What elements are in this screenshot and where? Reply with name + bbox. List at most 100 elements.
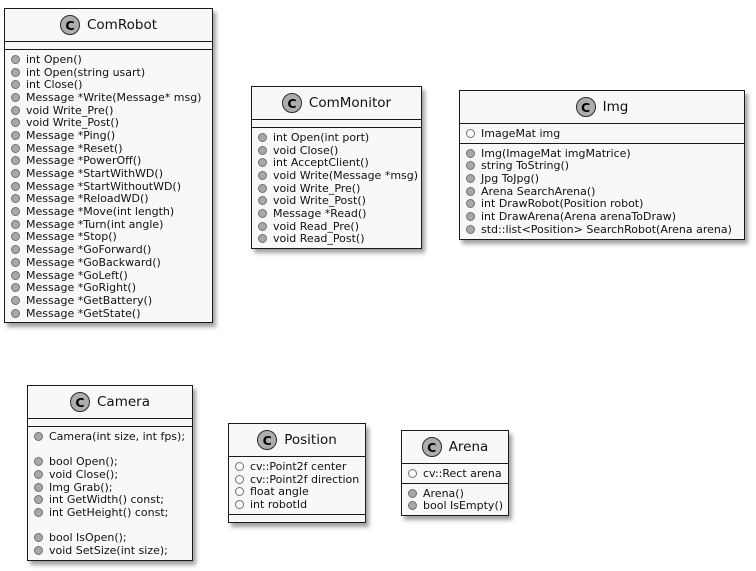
class-title: ComRobot bbox=[87, 17, 157, 33]
method-text: Message *GoLeft() bbox=[26, 268, 128, 282]
member-row: Message *PowerOff() bbox=[11, 154, 206, 168]
member-row: cv::Point2f direction bbox=[235, 473, 359, 486]
method-visibility-icon bbox=[258, 158, 267, 168]
method-visibility-icon bbox=[11, 295, 20, 305]
member-row: Message *Turn(int angle) bbox=[11, 218, 206, 231]
member-row: int DrawRobot(Position robot) bbox=[466, 197, 738, 210]
member-row: cv::Rect arena bbox=[408, 467, 502, 480]
method-visibility-icon bbox=[11, 270, 20, 280]
member-row: Message *GoBackward() bbox=[11, 256, 206, 269]
method-text: int Open() bbox=[26, 52, 82, 66]
method-text: int GetWidth() const; bbox=[49, 493, 164, 507]
class-methods: int Open(int port)void Close()int Accept… bbox=[252, 128, 421, 248]
method-visibility-icon bbox=[258, 196, 267, 206]
member-row: void Write_Pre() bbox=[11, 104, 206, 117]
class-icon: C bbox=[421, 437, 442, 457]
method-text: Message *PowerOff() bbox=[26, 154, 142, 168]
method-visibility-icon bbox=[258, 234, 267, 244]
member-row: Message *ReloadWD() bbox=[11, 192, 206, 205]
member-row: int GetWidth() const; bbox=[34, 493, 186, 506]
method-visibility-icon bbox=[11, 169, 20, 179]
method-visibility-icon bbox=[11, 143, 20, 153]
member-row: Message *GoLeft() bbox=[11, 269, 206, 282]
field-visibility-icon bbox=[235, 487, 244, 497]
method-text: Camera(int size, int fps); bbox=[49, 429, 186, 443]
method-visibility-icon bbox=[11, 105, 20, 115]
method-visibility-icon bbox=[34, 431, 43, 441]
field-visibility-icon bbox=[235, 461, 244, 471]
method-visibility-icon bbox=[11, 245, 20, 255]
member-row: Message *GetState() bbox=[11, 307, 206, 320]
field-text: float angle bbox=[250, 485, 309, 499]
method-visibility-icon bbox=[258, 170, 267, 180]
method-text: Message *Turn(int angle) bbox=[26, 217, 164, 231]
class-methods: int Open()int Open(string usart)int Clos… bbox=[5, 50, 212, 322]
method-text: void Read_Pre() bbox=[273, 219, 359, 233]
method-visibility-icon bbox=[11, 181, 20, 191]
member-row: std::list<Position> SearchRobot(Arena ar… bbox=[466, 223, 738, 236]
member-row: int Open() bbox=[11, 53, 206, 66]
method-visibility-icon bbox=[408, 501, 417, 511]
class-icon: C bbox=[281, 93, 302, 113]
method-text: void Write_Pre() bbox=[273, 181, 361, 195]
member-row: ImageMat img bbox=[466, 127, 738, 140]
method-visibility-icon bbox=[34, 507, 43, 517]
method-text: Arena() bbox=[423, 486, 464, 500]
member-row: Message *Write(Message* msg) bbox=[11, 91, 206, 104]
member-row: Img(ImageMat imgMatrice) bbox=[466, 147, 738, 160]
method-visibility-icon bbox=[258, 183, 267, 193]
member-row: int GetHeight() const; bbox=[34, 506, 186, 519]
method-visibility-icon bbox=[11, 156, 20, 166]
method-visibility-icon bbox=[11, 92, 20, 102]
method-text: bool IsEmpty() bbox=[423, 499, 504, 513]
member-spacer bbox=[34, 443, 186, 456]
method-visibility-icon bbox=[34, 546, 43, 556]
class-methods bbox=[229, 515, 365, 522]
member-row: Message *Ping() bbox=[11, 129, 206, 142]
method-text: Message *StartWithoutWD() bbox=[26, 179, 181, 193]
method-visibility-icon bbox=[11, 194, 20, 204]
method-visibility-icon bbox=[258, 145, 267, 155]
class-attributes bbox=[5, 42, 212, 50]
class-methods: Img(ImageMat imgMatrice)string ToString(… bbox=[460, 144, 744, 239]
method-text: Message *Move(int length) bbox=[26, 205, 175, 219]
method-visibility-icon bbox=[11, 308, 20, 318]
method-visibility-icon bbox=[11, 54, 20, 64]
method-visibility-icon bbox=[466, 186, 475, 196]
method-text: bool IsOpen(); bbox=[49, 531, 127, 545]
method-text: Jpg ToJpg() bbox=[481, 171, 540, 185]
method-visibility-icon bbox=[466, 211, 475, 221]
class-methods: Arena()bool IsEmpty() bbox=[402, 484, 508, 515]
method-visibility-icon bbox=[34, 495, 43, 505]
member-row: Arena SearchArena() bbox=[466, 185, 738, 198]
method-text: int AcceptClient() bbox=[273, 156, 369, 170]
member-row: bool Open(); bbox=[34, 455, 186, 468]
method-visibility-icon bbox=[34, 482, 43, 492]
method-visibility-icon bbox=[466, 199, 475, 209]
method-visibility-icon bbox=[11, 283, 20, 293]
field-visibility-icon bbox=[466, 128, 475, 138]
method-text: void SetSize(int size); bbox=[49, 544, 168, 558]
member-row: int DrawArena(Arena arenaToDraw) bbox=[466, 210, 738, 223]
field-text: cv::Rect arena bbox=[423, 466, 502, 480]
member-row: Jpg ToJpg() bbox=[466, 172, 738, 185]
method-text: void Write(Message *msg) bbox=[273, 168, 419, 182]
member-row: void Read_Post() bbox=[258, 232, 415, 245]
field-visibility-icon bbox=[408, 468, 417, 478]
field-text: cv::Point2f direction bbox=[250, 472, 360, 486]
method-text: void Write_Pre() bbox=[26, 103, 114, 117]
method-text: Img(ImageMat imgMatrice) bbox=[481, 146, 631, 160]
field-visibility-icon bbox=[235, 499, 244, 509]
member-row: void Close() bbox=[258, 144, 415, 157]
method-visibility-icon bbox=[258, 132, 267, 142]
method-visibility-icon bbox=[34, 533, 43, 543]
